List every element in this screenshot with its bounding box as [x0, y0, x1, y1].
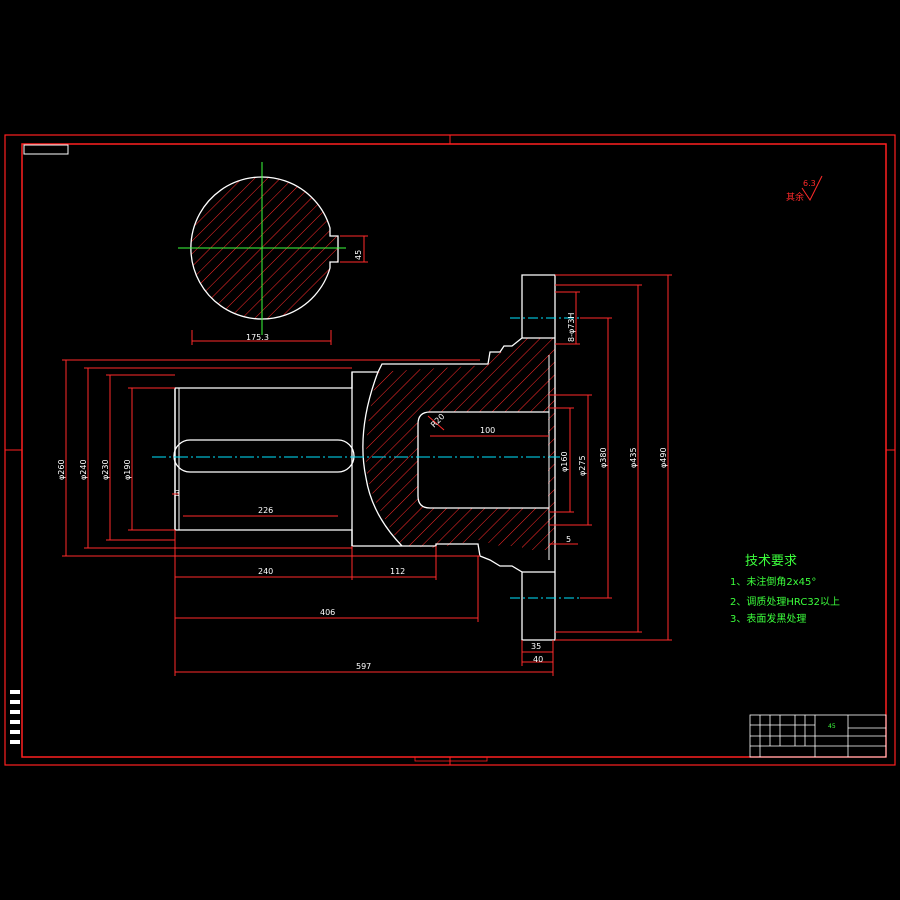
dim-40: 40 [533, 655, 543, 664]
title-block [749, 714, 887, 758]
dim-holes: 8-φ73H [567, 313, 576, 342]
dim-d190: φ190 [123, 459, 132, 480]
dim-d275: φ275 [578, 455, 587, 476]
right-diameter-dims [549, 274, 672, 641]
dim-d160: φ160 [560, 451, 569, 472]
surface-finish-label: 其余 [786, 191, 804, 203]
title-block-material: 45 [828, 723, 836, 730]
left-diameter-dims [62, 359, 480, 557]
tech-req-item-3: 3、表面发黑处理 [730, 612, 806, 625]
dim-d240: φ240 [79, 459, 88, 480]
dim-d380: φ380 [599, 447, 608, 468]
dim-406: 406 [320, 608, 335, 617]
dim-r20: R20 [429, 412, 447, 430]
shaft-main-view: φ260 φ240 φ230 φ190 φ160 φ275 φ380 [57, 274, 672, 676]
dim-5: 5 [566, 535, 571, 544]
dim-3: 3 [175, 489, 180, 498]
dim-112: 112 [390, 567, 405, 576]
tech-req-item-1: 1、未注倒角2x45° [730, 575, 816, 588]
tech-requirements: 技术要求 1、未注倒角2x45° 2、调质处理HRC32以上 3、表面发黑处理 [730, 554, 840, 625]
length-dims [172, 493, 578, 676]
dim-597: 597 [356, 662, 371, 671]
section-width-dim: 175.3 [246, 333, 269, 342]
surface-finish-value: 6.3 [803, 179, 816, 188]
dim-240: 240 [258, 567, 273, 576]
tech-req-item-2: 2、调质处理HRC32以上 [730, 596, 840, 608]
frame-side-marks [10, 690, 20, 744]
drawing-frame [4, 134, 896, 766]
dim-100: 100 [480, 426, 495, 435]
dim-d435: φ435 [629, 447, 638, 468]
dim-d230: φ230 [101, 459, 110, 480]
dim-d260: φ260 [57, 459, 66, 480]
section-view: 175.3 45 [178, 162, 368, 345]
dim-d490: φ490 [659, 447, 668, 468]
key-depth-dim: 45 [354, 250, 363, 260]
hatch-region [366, 338, 555, 550]
dim-35: 35 [531, 642, 541, 651]
surface-finish-symbol: 6.3 其余 [786, 175, 823, 203]
dim-226: 226 [258, 506, 273, 515]
tech-req-title: 技术要求 [745, 554, 797, 569]
